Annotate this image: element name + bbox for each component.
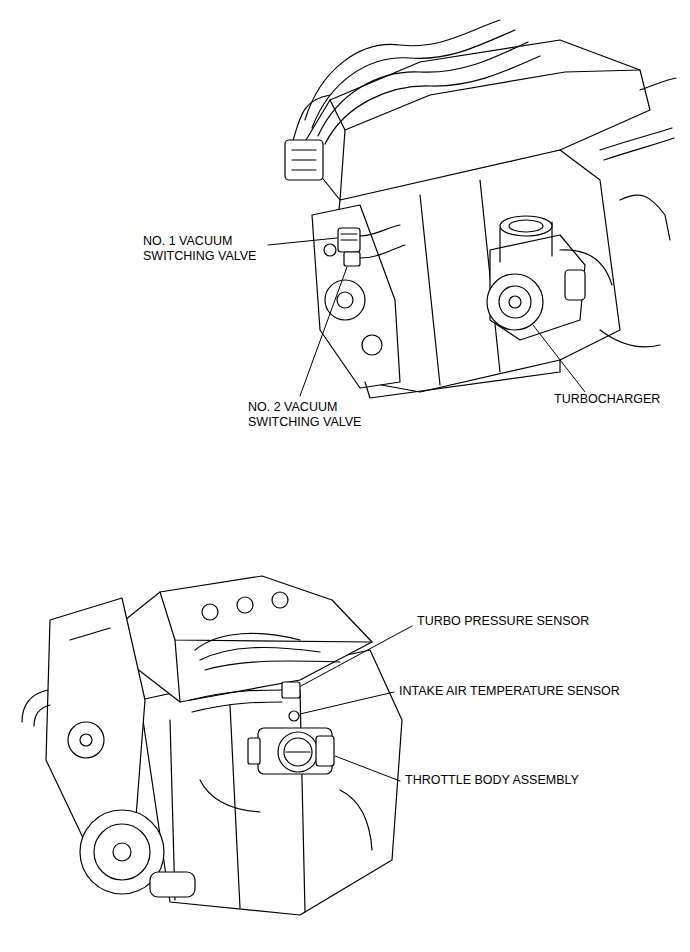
leader-line [268, 238, 585, 396]
leader-line [300, 626, 412, 781]
bottom-engine [22, 576, 402, 915]
part-label: TURBO PRESSURE SENSOR [416, 614, 590, 629]
part-label: THROTTLE BODY ASSEMBLY [404, 773, 580, 788]
part-label: INTAKE AIR TEMPERATURE SENSOR [398, 684, 621, 699]
part-label: TURBOCHARGER [553, 392, 661, 407]
part-label: NO. 1 VACUUM SWITCHING VALVE [142, 234, 266, 264]
part-label: NO. 2 VACUUM SWITCHING VALVE [247, 400, 371, 430]
top-engine [285, 20, 676, 398]
